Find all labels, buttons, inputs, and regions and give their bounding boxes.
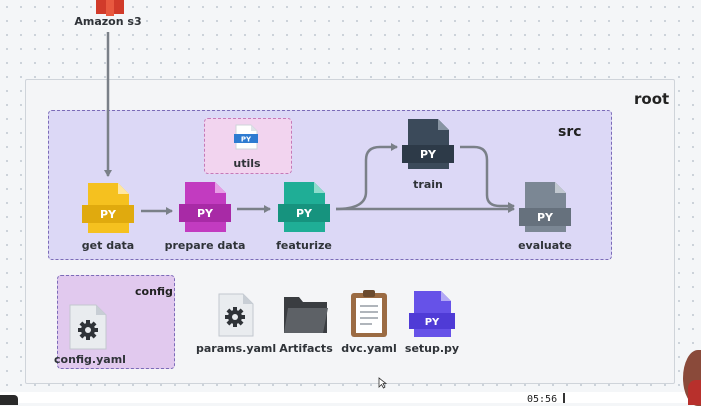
- setup-py-label: setup.py: [404, 342, 460, 355]
- train-label: train: [413, 178, 443, 191]
- video-timestamp: 05:56: [527, 394, 558, 405]
- artifacts-label: Artifacts: [279, 342, 333, 355]
- amazon-s3-label: Amazon s3: [74, 15, 142, 28]
- artifacts-folder-icon: [283, 293, 329, 335]
- evaluate-python-file-icon: PY: [519, 181, 571, 233]
- video-seek-marker[interactable]: [563, 393, 565, 403]
- prepare-data-python-file-icon: PY: [179, 181, 231, 233]
- setup-py-python-file-icon: PY: [409, 290, 455, 338]
- utils-badge: PY: [241, 136, 252, 144]
- setup-py-badge: PY: [425, 317, 440, 328]
- root-title: root: [634, 90, 670, 108]
- src-container: [48, 110, 612, 260]
- arrow-train-to-evaluate: [460, 145, 515, 210]
- config-yaml-label: config.yaml: [54, 353, 126, 366]
- mouse-cursor-icon: [378, 374, 388, 393]
- featurize-label: featurize: [276, 239, 332, 252]
- config-title: config: [135, 285, 173, 298]
- dvc-yaml-label: dvc.yaml: [341, 342, 397, 355]
- featurize-badge: PY: [296, 207, 313, 220]
- utils-python-file-icon: PY: [233, 124, 259, 150]
- video-corner-control: [0, 395, 18, 405]
- params-yaml-gear-file-icon: [217, 293, 255, 337]
- get-data-python-file-icon: PY: [82, 182, 134, 234]
- evaluate-badge: PY: [537, 211, 554, 224]
- utils-label: utils: [233, 157, 261, 170]
- evaluate-label: evaluate: [518, 239, 572, 252]
- dvc-yaml-clipboard-icon: [350, 290, 388, 338]
- params-yaml-label: params.yaml: [196, 342, 277, 355]
- prepare-data-badge: PY: [197, 207, 214, 220]
- featurize-python-file-icon: PY: [278, 181, 330, 233]
- train-python-file-icon: PY: [402, 118, 454, 170]
- presenter-shirt: [688, 380, 701, 405]
- train-badge: PY: [420, 148, 437, 161]
- video-progress-bar[interactable]: [0, 392, 701, 403]
- get-data-label: get data: [81, 239, 135, 252]
- config-yaml-gear-file-icon: [68, 304, 108, 350]
- amazon-s3-logo: [94, 0, 126, 20]
- prepare-data-label: prepare data: [164, 239, 246, 252]
- get-data-badge: PY: [100, 208, 117, 221]
- src-title: src: [558, 124, 582, 140]
- arrow-featurize-to-train: [335, 143, 398, 211]
